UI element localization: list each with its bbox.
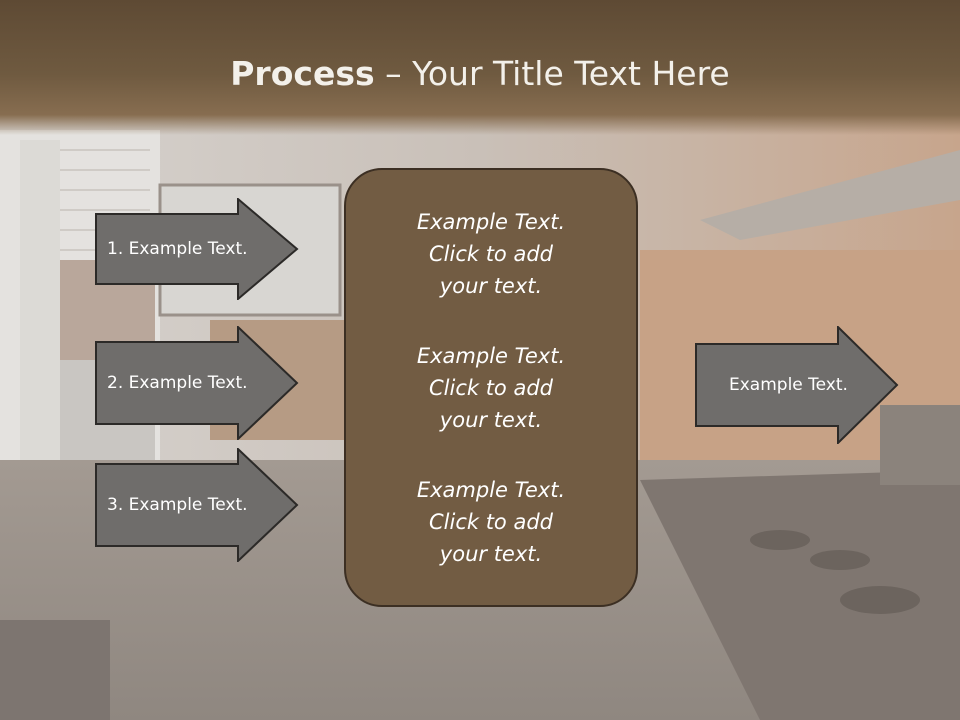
- arrow-2-label: 2. Example Text.: [107, 373, 248, 393]
- arrow-right[interactable]: Example Text.: [695, 326, 899, 444]
- arrow-2-shape: [95, 326, 299, 440]
- arrow-3-label: 3. Example Text.: [107, 495, 248, 515]
- title-band: [0, 0, 960, 135]
- arrow-right-shape: [695, 326, 899, 444]
- arrow-right-label: Example Text.: [729, 375, 848, 395]
- slide-title[interactable]: Process – Your Title Text Here: [0, 52, 960, 96]
- panel-paragraph-3[interactable]: Example Text. Click to add your text.: [416, 477, 566, 566]
- arrow-2[interactable]: 2. Example Text.: [95, 326, 299, 440]
- panel-paragraph-2[interactable]: Example Text. Click to add your text.: [416, 343, 566, 432]
- title-bold: Process: [230, 54, 375, 93]
- arrow-3-shape: [95, 448, 299, 562]
- center-text-panel[interactable]: Example Text. Click to add your text. Ex…: [344, 168, 638, 607]
- title-rest: – Your Title Text Here: [374, 54, 730, 93]
- arrow-3[interactable]: 3. Example Text.: [95, 448, 299, 562]
- arrow-1-label: 1. Example Text.: [107, 239, 248, 259]
- panel-paragraph-1[interactable]: Example Text. Click to add your text.: [416, 209, 566, 298]
- arrow-1-shape: [95, 198, 299, 300]
- arrow-1[interactable]: 1. Example Text.: [95, 198, 299, 300]
